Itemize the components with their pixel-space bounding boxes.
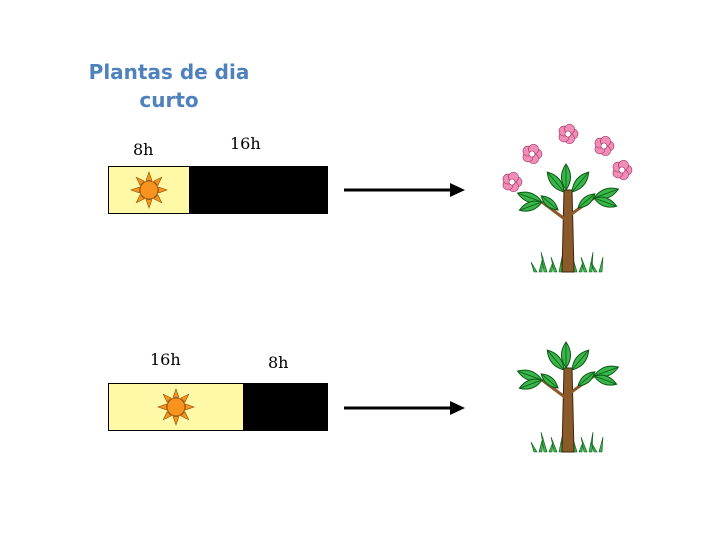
vegetative-tree-icon: [516, 341, 620, 453]
row-2-dark-label: 8h: [268, 353, 289, 372]
row-2-photoperiod-bar: [108, 383, 328, 431]
row-1-photoperiod-bar: [108, 166, 328, 214]
title-line-1: Plantas de dia: [88, 60, 250, 84]
row-1-light-label: 8h: [133, 140, 154, 159]
flowering-tree-icon: [502, 123, 633, 273]
row-2-arrow: [344, 401, 465, 415]
row-2-dark-period: [243, 384, 327, 430]
row-1-dark-label: 16h: [230, 134, 261, 153]
row-2-light-period: [109, 384, 243, 430]
row-1-dark-period: [189, 167, 327, 213]
row-2-light-label: 16h: [150, 350, 181, 369]
title-line-2: curto: [139, 88, 199, 112]
row-1-light-period: [109, 167, 189, 213]
row-1-arrow: [344, 183, 465, 197]
sun-icon: [157, 388, 195, 426]
sun-icon: [130, 171, 168, 209]
title: Plantas de dia curto: [84, 58, 254, 114]
